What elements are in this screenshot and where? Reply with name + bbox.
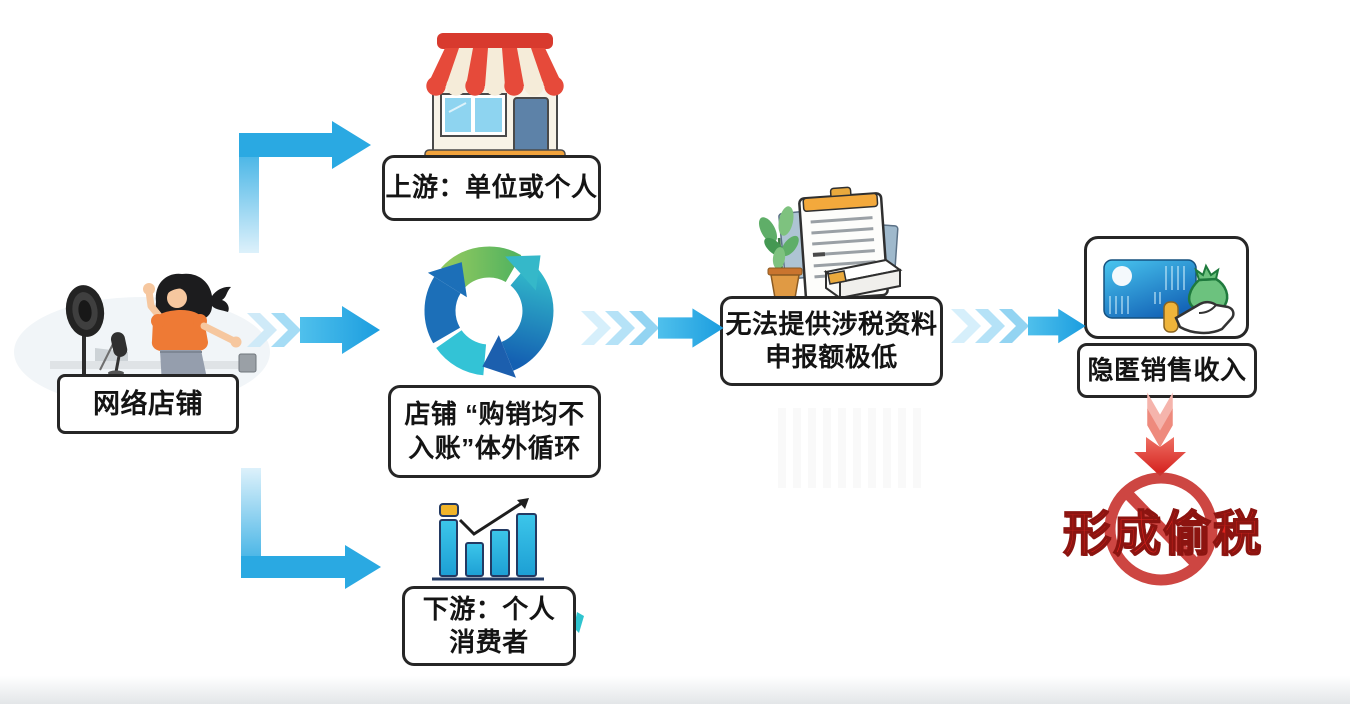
speaker-box — [238, 353, 257, 373]
hand-icon — [1174, 300, 1235, 335]
ring-light-icon — [65, 285, 105, 391]
node-downstream-label-line2: 消费者 — [449, 627, 529, 657]
node-upstream-label: 上游：单位或个人 — [385, 172, 598, 203]
clipboard-documents-icon — [758, 186, 903, 302]
awning — [426, 48, 564, 96]
arrow-to-upstream — [239, 121, 371, 253]
node-downstream-box: 下游：个人 消费者 — [402, 586, 576, 666]
result-text: 形成偷税 — [1062, 507, 1263, 562]
bar-chart-icon — [432, 498, 544, 581]
arrow-to-result — [1134, 392, 1186, 476]
node-hidden-income-label: 隐匿销售收入 — [1087, 354, 1247, 385]
card-hatch-lines — [1109, 266, 1185, 314]
arrow-to-cycle — [247, 306, 380, 354]
sleeve — [151, 314, 165, 328]
card-circle — [1112, 266, 1132, 286]
hand — [230, 336, 242, 348]
node-cycle-label-line2: 入账”体外循环 — [408, 432, 581, 463]
node-source-box: 网络店铺 — [57, 374, 239, 434]
cycle-arrowhead — [505, 255, 541, 291]
bottom-wash — [0, 676, 1350, 704]
node-tax-report-label-line1: 无法提供涉税资料 — [725, 308, 938, 339]
plant-icon — [758, 206, 803, 299]
trend-arrowhead — [517, 498, 529, 509]
face — [167, 288, 187, 308]
arrow-to-downstream — [241, 468, 381, 589]
cycle-arrows-icon — [424, 246, 554, 378]
desk — [50, 361, 255, 369]
prohibition-icon — [1104, 472, 1218, 586]
node-downstream-label-line1: 下游：个人 — [422, 593, 556, 624]
cycle-arrowhead — [427, 262, 467, 298]
node-tax-report-box: 无法提供涉税资料 申报额极低 — [720, 296, 943, 386]
node-upstream-box: 上游：单位或个人 — [382, 155, 601, 221]
extended-arm — [200, 322, 238, 345]
arrow-to-hidden-income — [951, 308, 1086, 344]
trend-arrow — [458, 499, 526, 536]
hair-fringe — [165, 279, 190, 295]
arrow-to-tax-report — [581, 308, 724, 348]
awning-top-bar — [437, 33, 553, 49]
fist — [143, 283, 155, 295]
cycle-arrowhead — [482, 335, 516, 378]
teal-accent — [574, 612, 584, 633]
streamer-person — [143, 273, 242, 388]
card-money-bag-icon — [1103, 259, 1235, 335]
node-tax-report-label-line2: 申报额极低 — [765, 342, 898, 372]
node-cycle-label-line1: 店铺 “购销均不 — [404, 399, 585, 430]
node-source-label: 网络店铺 — [93, 388, 203, 419]
node-hidden-income-box: 隐匿销售收入 — [1077, 343, 1257, 398]
node-cycle-box: 店铺 “购销均不 入账”体外循环 — [388, 385, 601, 478]
